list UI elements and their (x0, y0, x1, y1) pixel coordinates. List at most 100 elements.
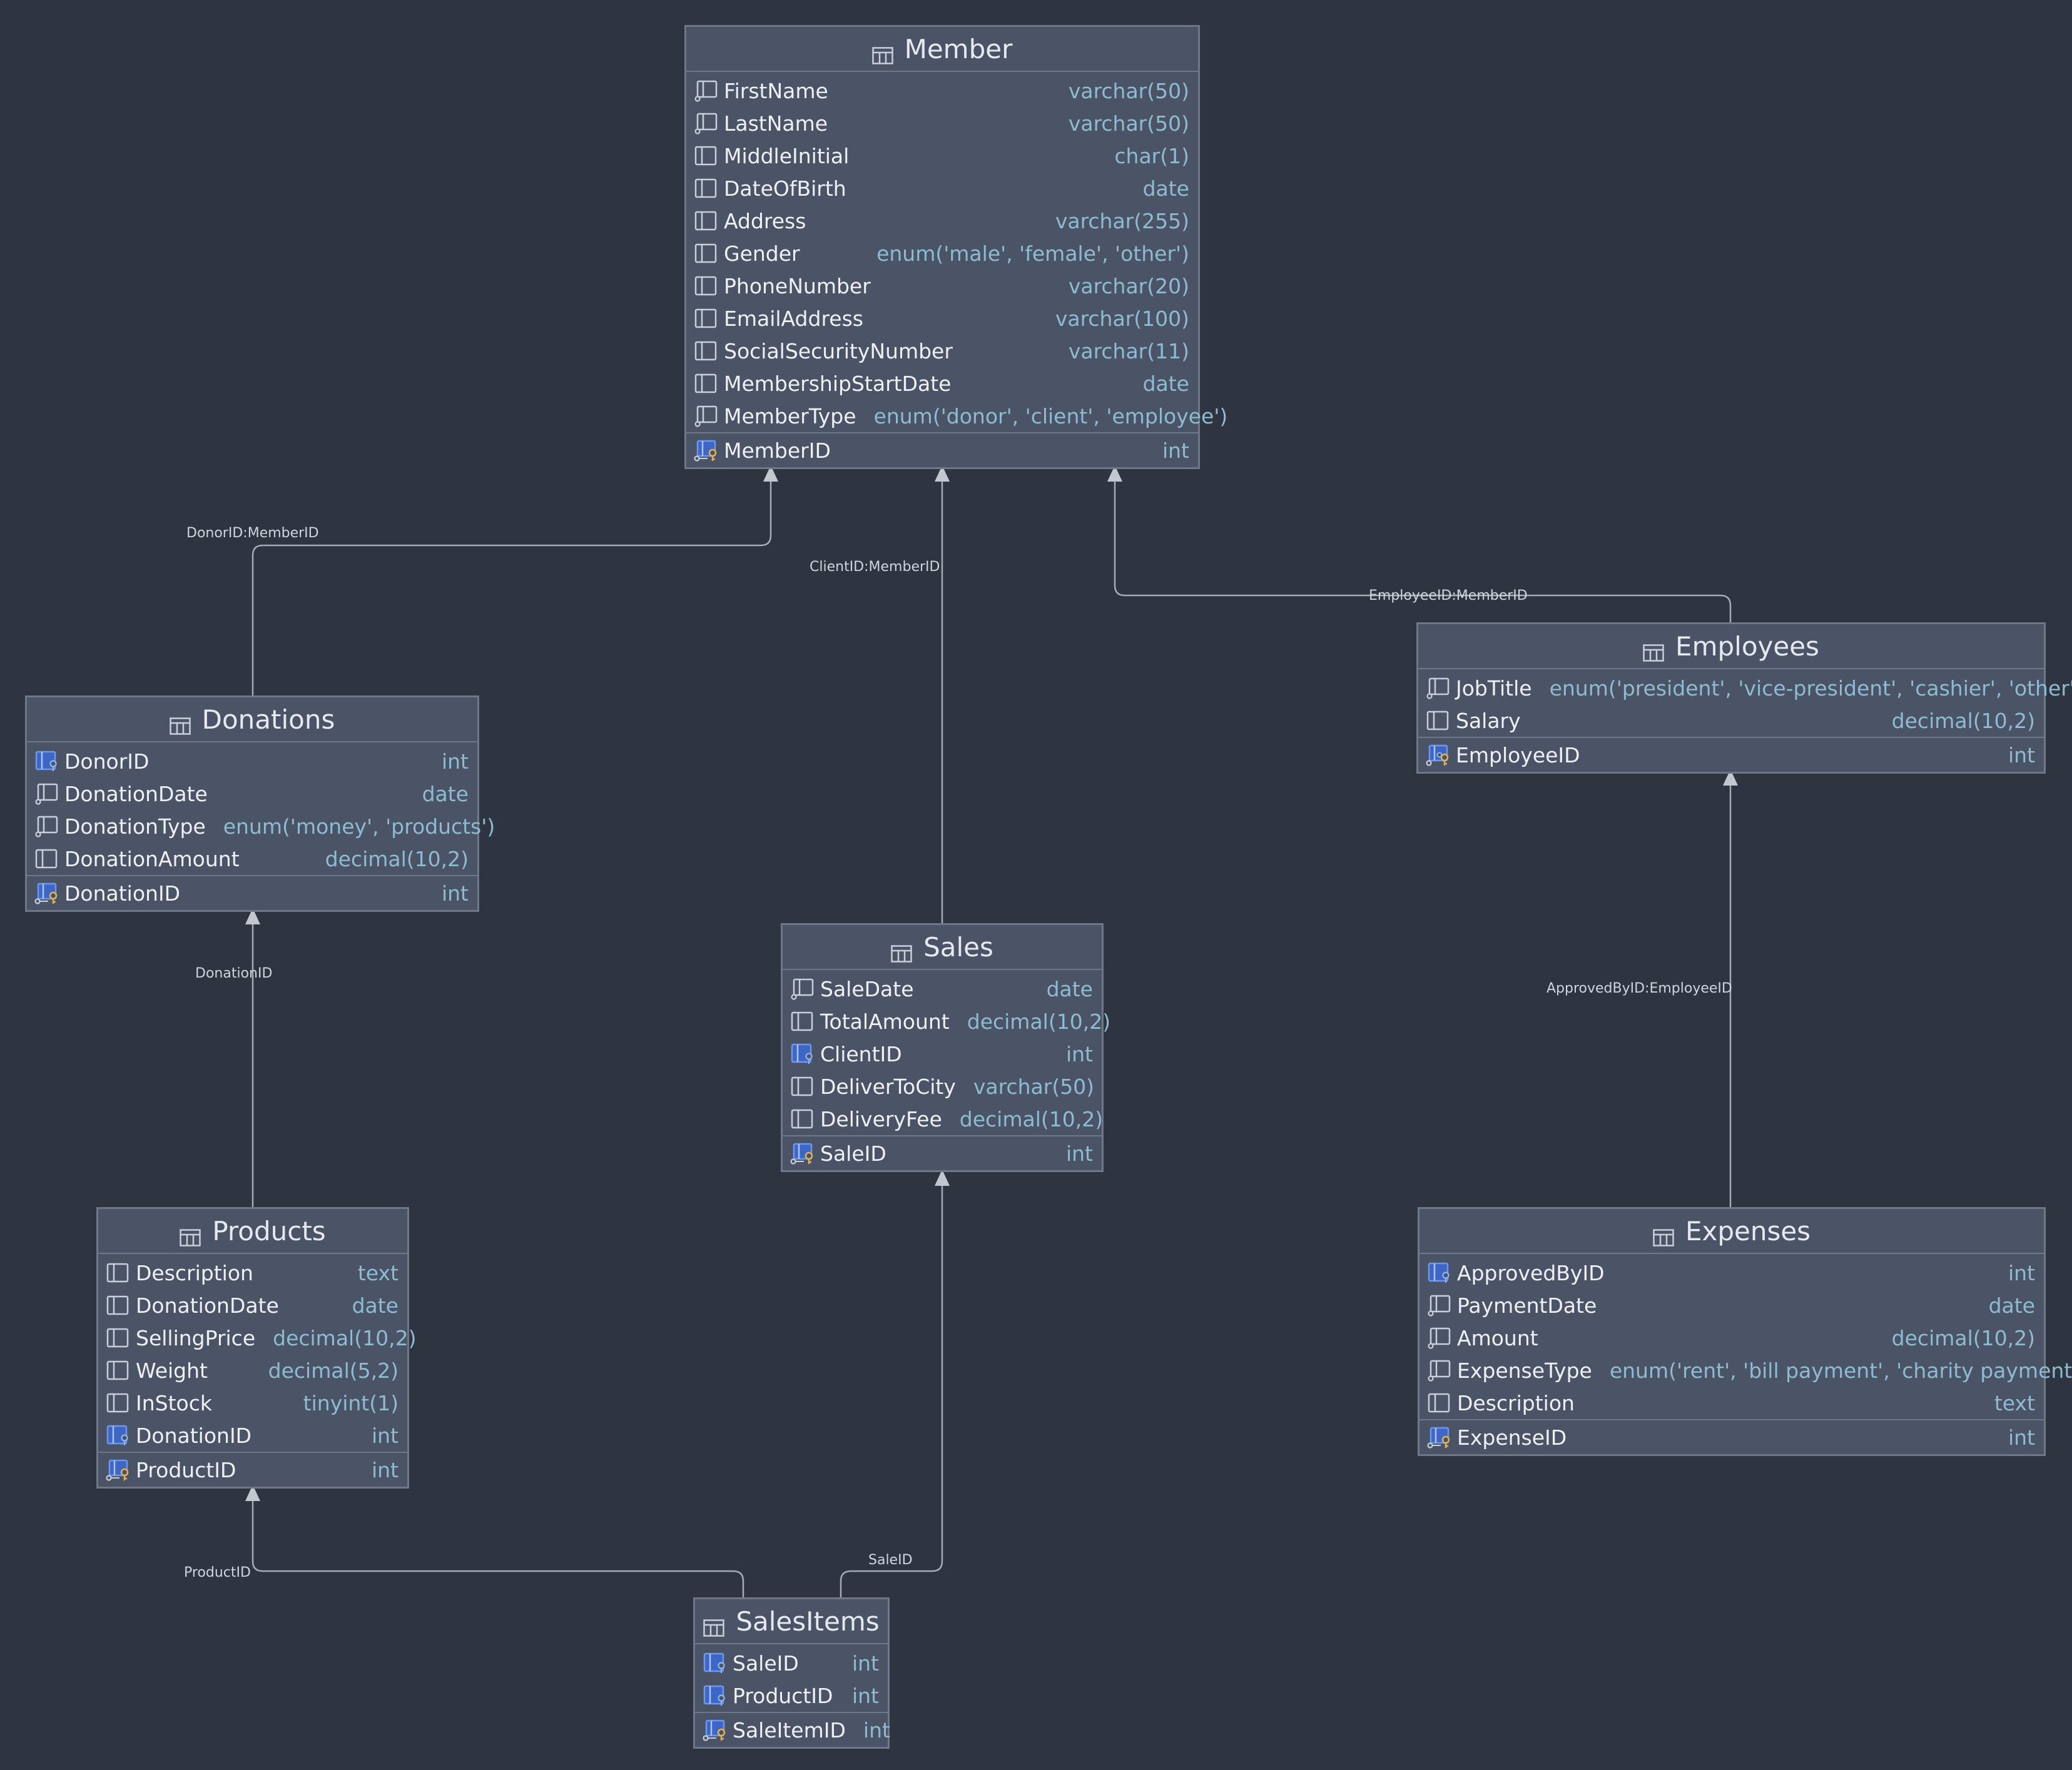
edge-product-arrowhead (245, 1485, 260, 1501)
primary-key-icon (790, 1142, 814, 1165)
table-header[interactable]: Sales (783, 925, 1102, 970)
notnull-column-icon (1427, 1294, 1451, 1317)
column-name: ClientID (820, 1041, 902, 1066)
foreign-key-icon (1427, 1262, 1451, 1284)
table-header[interactable]: Expenses (1419, 1209, 2044, 1254)
edge-employee (1114, 482, 1732, 623)
column-type: decimal(10,2) (1891, 708, 2035, 733)
column-type: decimal(10,2) (1891, 1325, 2035, 1350)
notnull-column-icon (1427, 1327, 1451, 1349)
column-name: SaleID (733, 1651, 799, 1676)
column-type: decimal(10,2) (325, 846, 469, 871)
column-type: enum('donor', 'client', 'employee') (873, 403, 1228, 428)
column-type: date (422, 781, 469, 806)
table-header[interactable]: SalesItems (695, 1599, 888, 1644)
column-row[interactable]: ClientID int (783, 1038, 1102, 1070)
table-header[interactable]: Donations (27, 697, 477, 742)
column-type: date (1142, 176, 1189, 201)
column-icon (790, 1075, 814, 1098)
foreign-key-icon (106, 1424, 130, 1447)
edge-employee-arrowhead (1107, 465, 1122, 482)
table-icon (1643, 637, 1664, 662)
column-type: enum('president', 'vice-president', 'cas… (1549, 675, 2072, 700)
column-type: decimal(10,2) (967, 1009, 1111, 1034)
column-type: varchar(100) (1055, 306, 1189, 331)
table-title: Employees (1675, 630, 1819, 662)
primary-key-icon (703, 1719, 726, 1741)
table-title: Member (904, 33, 1013, 64)
column-icon (790, 1108, 814, 1130)
column-type: decimal(10,2) (959, 1106, 1104, 1131)
table-title: Products (212, 1215, 326, 1247)
column-type: decimal(5,2) (268, 1358, 399, 1383)
foreign-key-icon (703, 1652, 726, 1674)
column-icon (106, 1327, 130, 1349)
foreign-key-icon (34, 750, 58, 772)
column-name: DonationDate (136, 1293, 279, 1318)
table-header[interactable]: Employees (1418, 624, 2044, 669)
column-type: int (2008, 742, 2035, 767)
primary-key-icon (1427, 1426, 1451, 1449)
notnull-column-icon (694, 112, 718, 134)
column-type: int (1065, 1041, 1093, 1066)
column-icon (694, 210, 718, 232)
column-name: Description (136, 1260, 253, 1285)
column-type: date (1142, 371, 1189, 396)
table-header[interactable]: Products (98, 1209, 407, 1254)
column-icon (106, 1392, 130, 1414)
column-name: DonationType (64, 814, 206, 839)
edge-sale-arrowhead (935, 1170, 950, 1186)
column-icon (694, 372, 718, 395)
table-header[interactable]: Member (686, 27, 1198, 72)
